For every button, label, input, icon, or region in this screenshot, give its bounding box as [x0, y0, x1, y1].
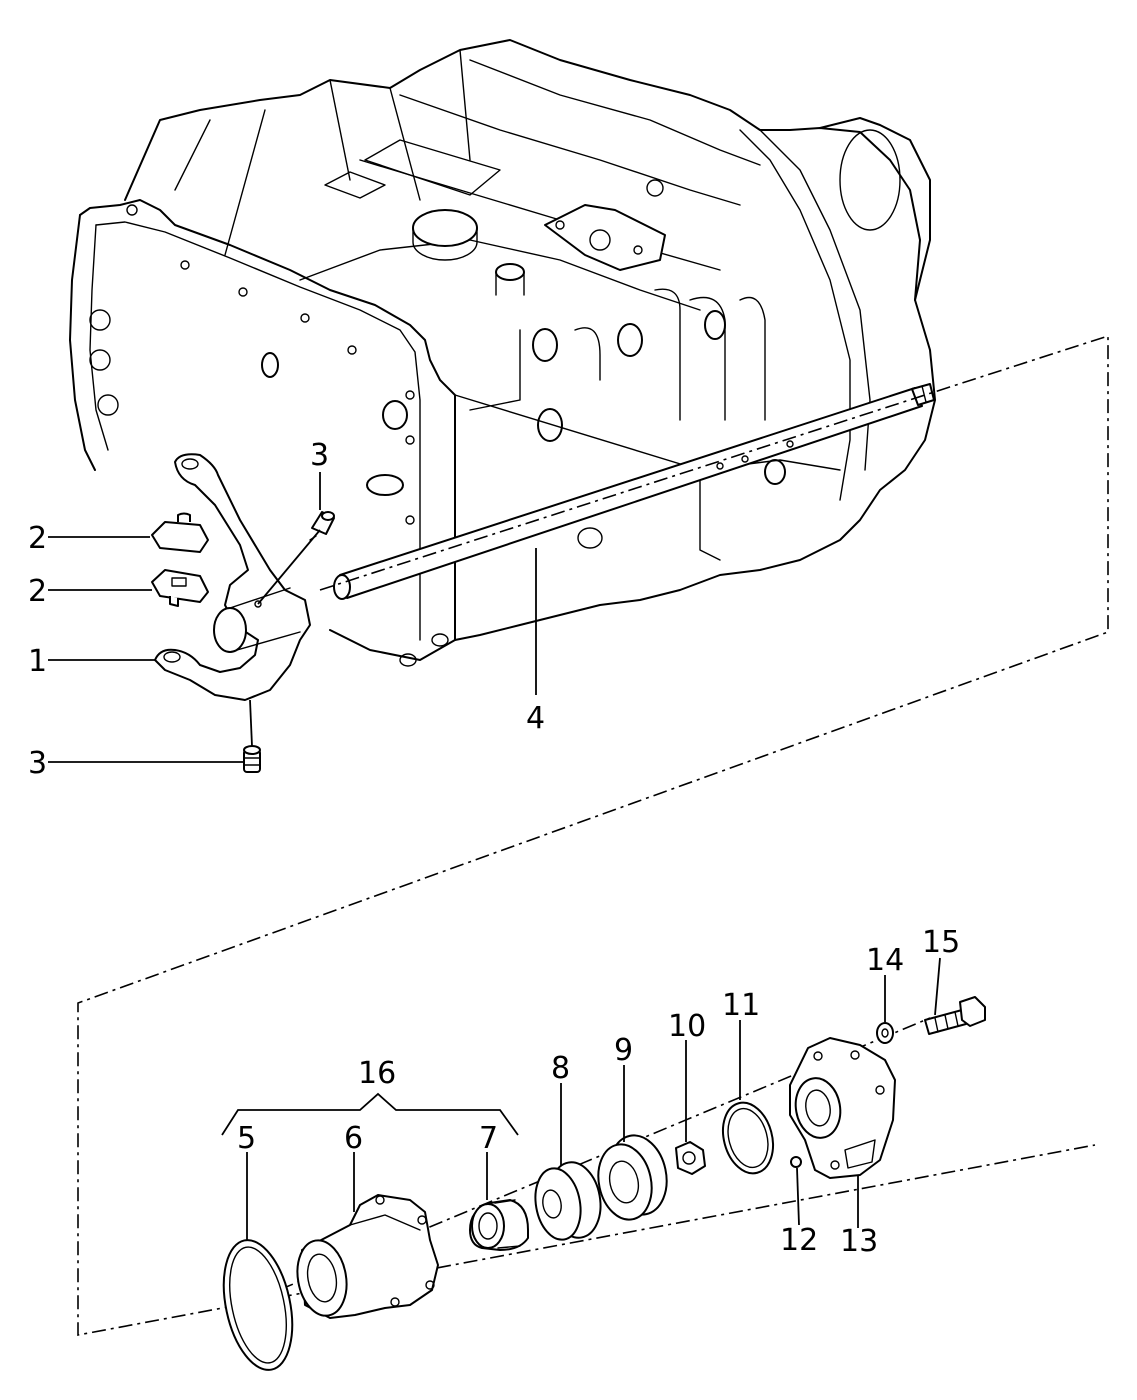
grease-nipple-upper — [309, 511, 335, 541]
sliding-pad-lower — [151, 569, 209, 607]
group-bracket-16 — [221, 1092, 519, 1136]
o-ring-5 — [222, 1239, 294, 1371]
nut-10 — [675, 1141, 706, 1175]
shift-shaft — [333, 383, 935, 600]
callout-14: 14 — [866, 943, 904, 978]
callout-6: 6 — [344, 1121, 363, 1156]
seal-ring-9 — [597, 1134, 668, 1221]
housing-6 — [296, 1194, 439, 1319]
callout-10: 10 — [668, 1009, 706, 1044]
leader-lines — [48, 472, 941, 1240]
o-ring-11 — [722, 1101, 774, 1175]
gearbox-housing — [69, 39, 936, 667]
callout-16: 16 — [358, 1056, 396, 1091]
callout-5: 5 — [237, 1121, 256, 1156]
callout-13: 13 — [840, 1224, 878, 1259]
sliding-pad-upper — [151, 512, 209, 553]
cover-13 — [789, 1037, 896, 1179]
bolt-15 — [924, 996, 986, 1035]
o-ring-12 — [790, 1156, 802, 1168]
grease-nipple-lower — [243, 745, 261, 773]
callout-4: 4 — [526, 701, 545, 736]
bearing-8 — [534, 1161, 602, 1241]
callout-11: 11 — [722, 988, 760, 1023]
callout-3b: 3 — [28, 746, 47, 781]
callout-12: 12 — [780, 1223, 818, 1258]
callout-1: 1 — [28, 644, 47, 679]
bushing-7 — [469, 1199, 529, 1251]
callout-2a: 2 — [28, 521, 47, 556]
callout-15: 15 — [922, 925, 960, 960]
callout-7: 7 — [479, 1121, 498, 1156]
shift-fork — [154, 453, 311, 701]
callout-2b: 2 — [28, 574, 47, 609]
washer-14 — [876, 1022, 894, 1044]
callout-3a: 3 — [310, 438, 329, 473]
callout-8: 8 — [551, 1051, 570, 1086]
callout-9: 9 — [614, 1033, 633, 1068]
